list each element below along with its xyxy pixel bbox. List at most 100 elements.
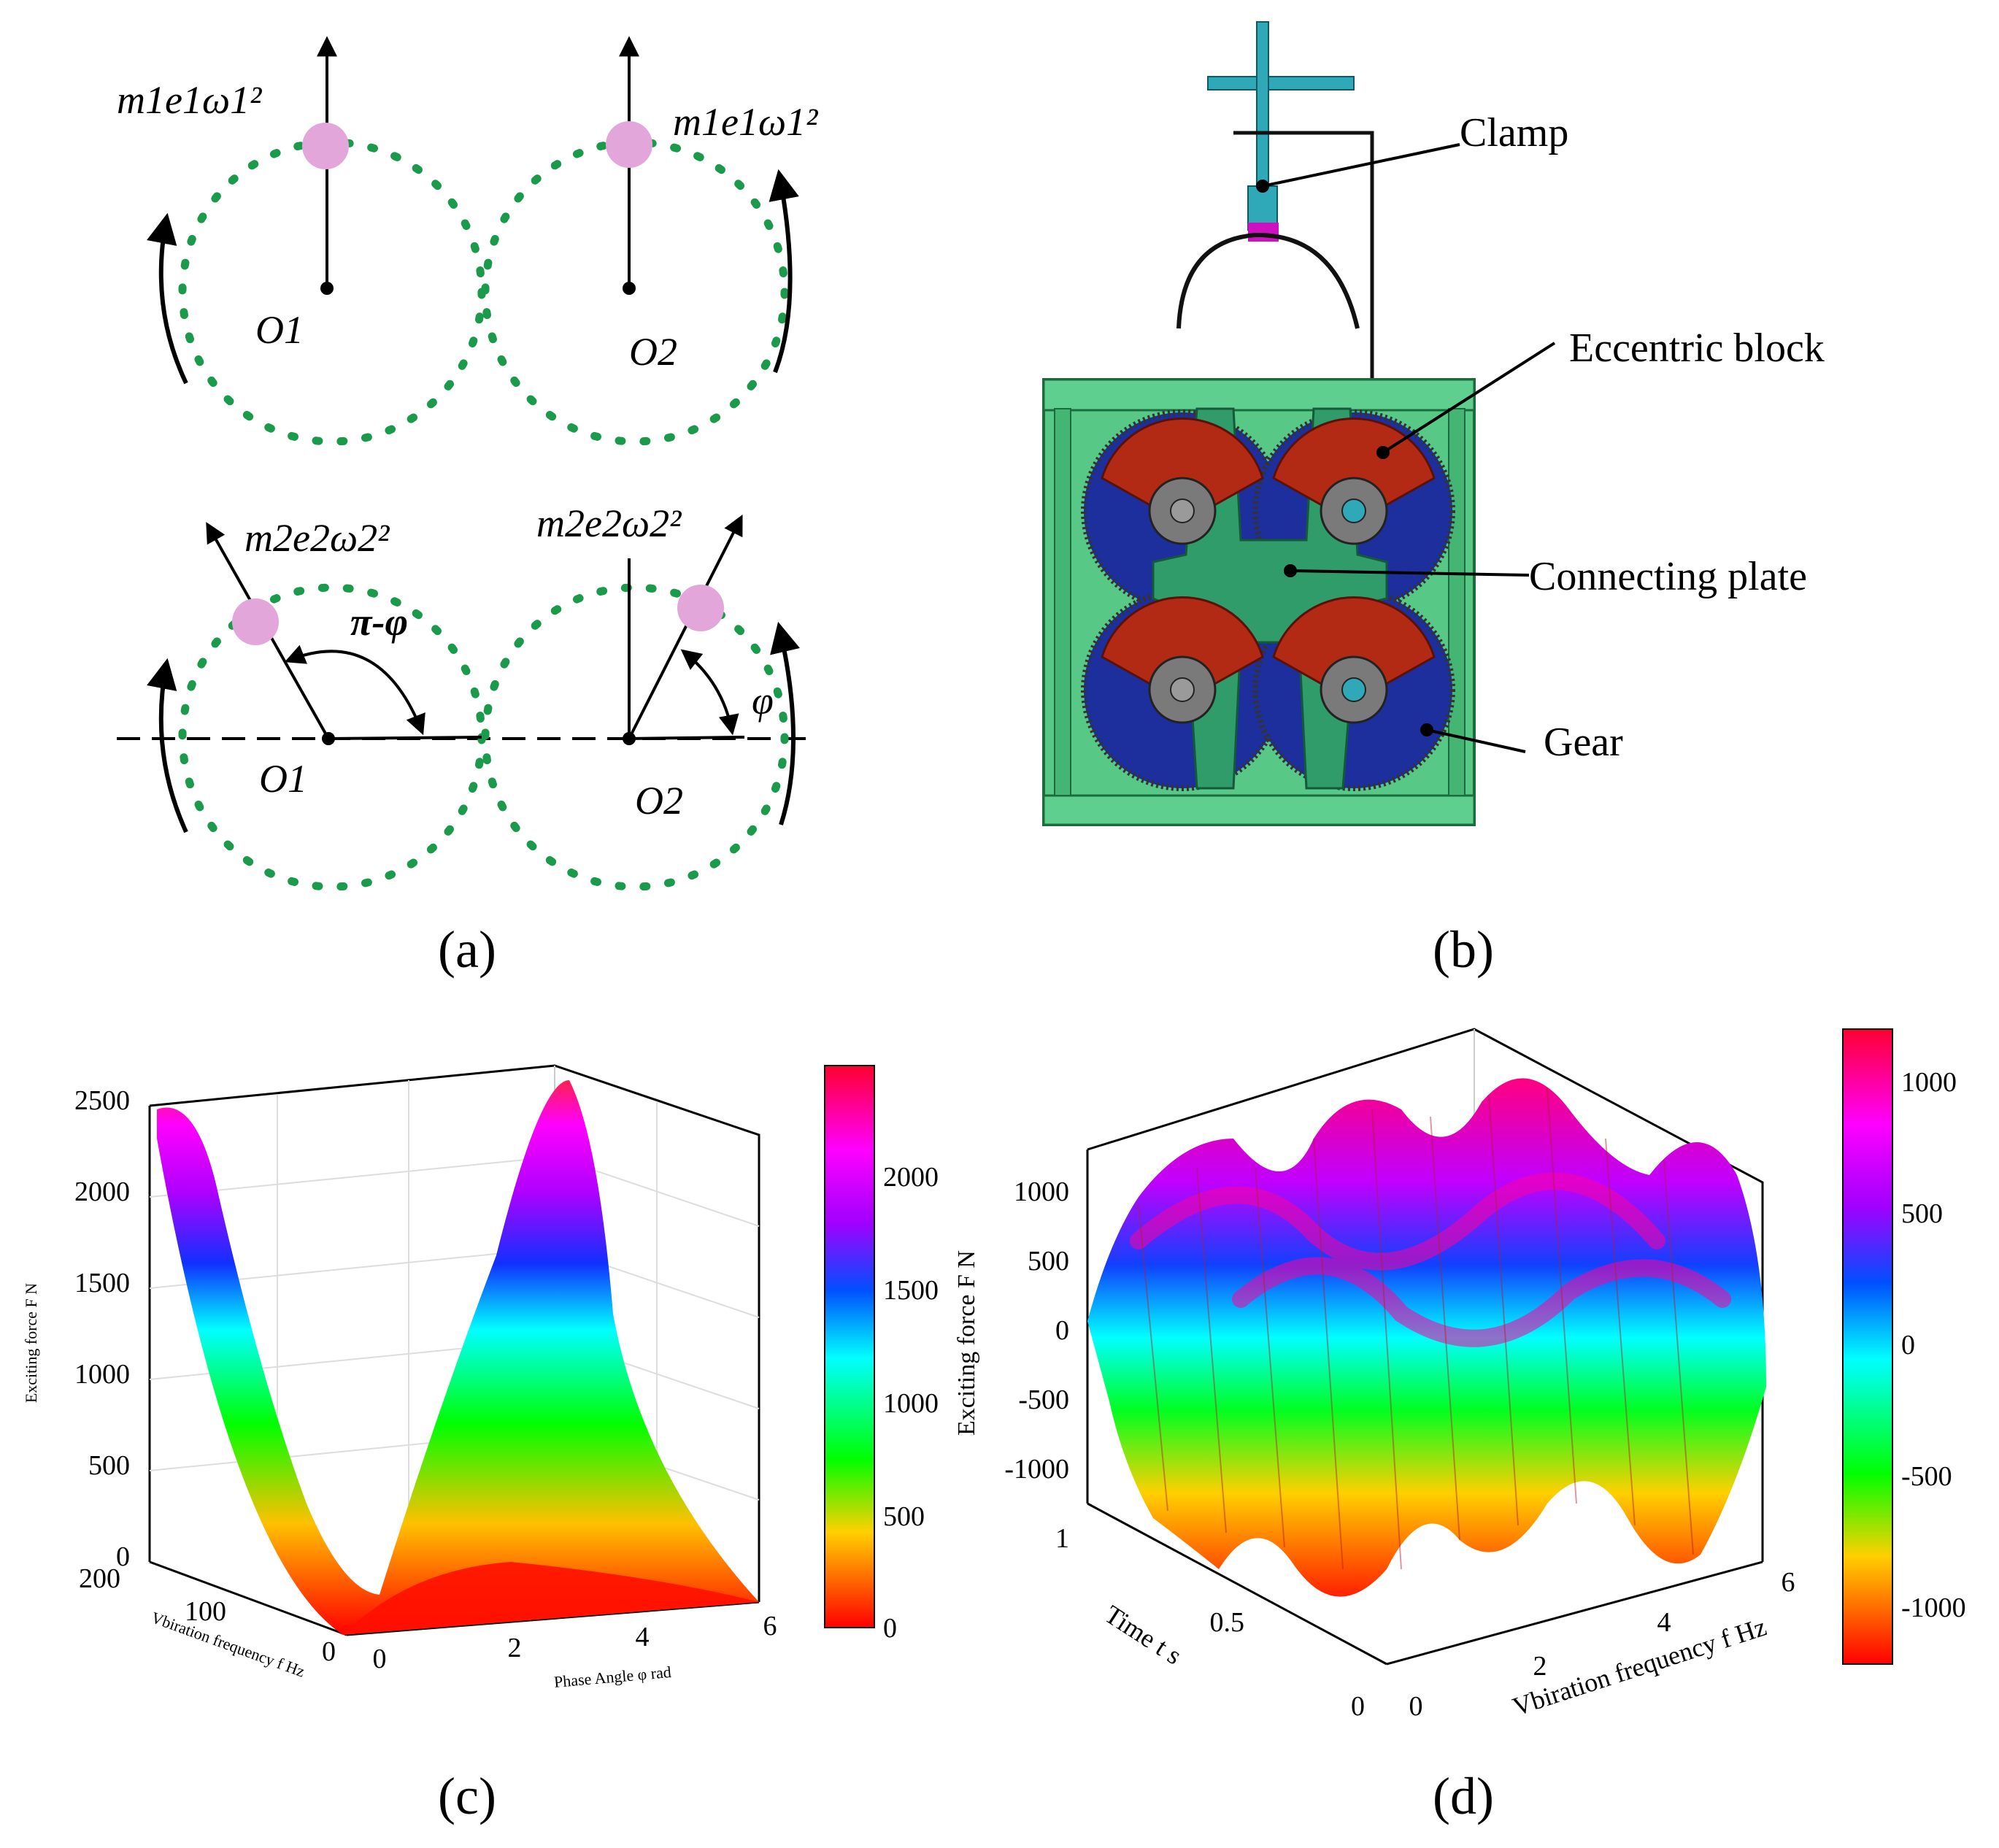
gear-label: Gear [1544, 720, 1623, 765]
ztick-c-3: 1500 [74, 1268, 130, 1298]
clamp-handle-bar [1207, 76, 1355, 91]
y-ticks-c: 0 100 200 [79, 1563, 336, 1667]
xlabel-c: Phase Angle φ rad [553, 1663, 672, 1691]
clamp-label: Clamp [1460, 110, 1568, 155]
cbtick-c-4: 2000 [883, 1162, 939, 1193]
frame-bottom-plate [1042, 794, 1476, 826]
panel-b: Clamp Eccentric block Con [1042, 21, 1825, 979]
caption-a: (a) [438, 920, 496, 979]
ytick-c-1: 100 [185, 1596, 226, 1627]
angle-arc-left [284, 644, 425, 736]
frame-left-post [1054, 408, 1071, 796]
clamp-callout-line [1262, 143, 1460, 188]
z-ticks-d: -1000 -500 0 500 1000 [1004, 1177, 1069, 1485]
xtick-c-0: 0 [373, 1644, 387, 1674]
xlabel-d: Vbiration frequency f Hz [1509, 1612, 1770, 1722]
connecting-plate-label: Connecting plate [1529, 554, 1807, 599]
surface-c [157, 1080, 759, 1635]
horizontal-ref-left [328, 736, 482, 740]
caption-c: (c) [438, 1767, 496, 1825]
ztick-d-4: 1000 [1014, 1177, 1069, 1207]
ztick-d-1: -500 [1018, 1385, 1069, 1415]
shaft-top-left [1170, 498, 1195, 523]
orbit-top-right [481, 138, 789, 446]
ytick-c-0: 0 [322, 1636, 336, 1667]
x-ticks-c: 0 2 4 6 [373, 1611, 777, 1674]
force-label-bottom-left: m2e2ω2² [244, 516, 390, 560]
ftick-d-1: 2 [1533, 1651, 1547, 1682]
shaft-top-right [1341, 498, 1366, 523]
force-label-top-left: m1e1ω1² [117, 78, 262, 122]
axis-t-d [1087, 1502, 1387, 1666]
mass-top-right [606, 121, 652, 168]
axis-x-c [346, 1601, 760, 1636]
cbtick-c-1: 500 [883, 1501, 925, 1532]
xtick-c-3: 6 [763, 1611, 777, 1641]
ztick-c-0: 0 [116, 1541, 130, 1572]
ztick-c-1: 500 [88, 1450, 130, 1481]
cbtick-c-3: 1500 [883, 1275, 939, 1306]
z-ticks-c: 0 500 1000 1500 2000 2500 [74, 1085, 130, 1572]
ztick-d-3: 500 [1028, 1246, 1069, 1277]
cbtick-d-1: -500 [1901, 1461, 1952, 1492]
ylabel-c: Vbiration frequency f Hz [149, 1608, 307, 1680]
ztick-c-5: 2500 [74, 1085, 130, 1116]
xtick-c-2: 4 [636, 1622, 650, 1652]
axis-f-d [1386, 1560, 1763, 1666]
ytick-c-2: 200 [79, 1563, 120, 1594]
axes-box-c [149, 1064, 760, 1602]
axis-y-c [149, 1560, 347, 1636]
rotation-arrow-bottom-left [147, 658, 188, 833]
panel-d: -1000 -500 0 500 1000 0 0.5 1 0 2 4 6 Ex… [953, 1028, 1966, 1825]
zlabel-c: Exciting force F N [22, 1283, 40, 1403]
plate-callout-line [1290, 569, 1530, 577]
surface-d-hatching [1138, 1087, 1694, 1570]
rotation-arrow-top-right [769, 169, 799, 374]
center-dot-bottom-right [623, 732, 636, 745]
ztick-c-4: 2000 [74, 1177, 130, 1207]
colorbar-c [824, 1065, 875, 1628]
center-label-top-right: O2 [629, 330, 677, 374]
rotation-arrow-top-left [147, 212, 188, 385]
f-ticks-d: 0 2 4 6 [1409, 1567, 1795, 1722]
cbtick-d-2: 0 [1901, 1330, 1915, 1360]
cbtick-d-4: 1000 [1901, 1067, 1957, 1098]
rotation-arrow-bottom-right [770, 621, 801, 825]
surface-d-ridges [1130, 1172, 1731, 1347]
colorbar-ticks-c: 0 500 1000 1500 2000 [883, 1162, 939, 1644]
force-label-bottom-right: m2e2ω2² [536, 501, 682, 545]
gear-callout-line [1426, 728, 1526, 753]
ttick-d-2: 1 [1055, 1523, 1069, 1554]
shaft-bottom-right [1341, 677, 1366, 702]
center-dot-top-right [623, 282, 636, 295]
center-label-top-left: O1 [255, 308, 304, 352]
angle-label-right: φ [752, 679, 774, 723]
clamp-pad [1248, 223, 1279, 242]
frame-top-plate [1042, 378, 1476, 412]
t-ticks-d: 0 0.5 1 [1055, 1523, 1365, 1722]
cbtick-d-3: 500 [1901, 1198, 1943, 1229]
ztick-d-0: -1000 [1004, 1454, 1069, 1485]
shaft-bottom-left [1170, 677, 1195, 702]
ftick-d-3: 6 [1782, 1567, 1795, 1598]
mass-bottom-left [232, 598, 279, 645]
surface-c-floor [343, 1562, 759, 1635]
center-dot-top-left [320, 282, 334, 295]
ttick-d-0: 0 [1351, 1691, 1365, 1722]
rod-bottom-right [628, 515, 743, 739]
panel-a: m1e1ω1² m1e1ω1² O1 O2 m2e2ω2² m2e2ω2² π-… [117, 36, 818, 979]
eccentric-callout-line [1382, 342, 1556, 454]
angle-label-left: π-φ [350, 600, 408, 644]
caption-b: (b) [1433, 920, 1494, 979]
caption-d: (d) [1433, 1767, 1494, 1825]
clamp-arm [1233, 131, 1374, 380]
horizontal-ref-right [628, 736, 745, 740]
ztick-c-2: 1000 [74, 1359, 130, 1390]
ftick-d-0: 0 [1409, 1691, 1423, 1722]
eccentric-block-label: Eccentric block [1569, 326, 1825, 371]
orbit-bottom-right [481, 583, 789, 891]
panel-c: 0 500 1000 1500 2000 2500 0 2 4 6 0 100 … [22, 1064, 939, 1825]
zlabel-d: Exciting force F N [953, 1250, 980, 1436]
colorbar-d [1842, 1028, 1893, 1665]
